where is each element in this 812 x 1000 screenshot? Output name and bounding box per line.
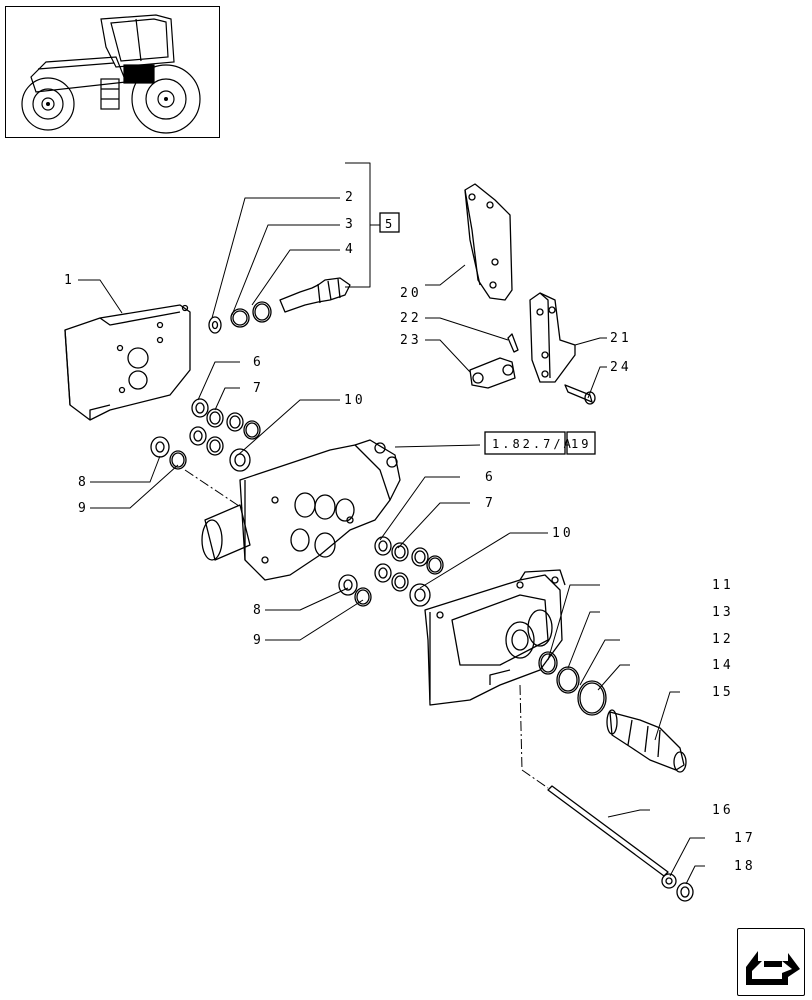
seals-upper — [150, 398, 261, 472]
tractor-thumbnail — [5, 6, 220, 138]
next-page-button[interactable] — [737, 928, 805, 996]
callout-23: 23 — [400, 333, 422, 348]
ref-box-drawing[interactable]: 1.82.7/A 19 — [484, 431, 596, 455]
callout-1: 1 — [64, 273, 75, 288]
bracket-20 — [464, 183, 513, 301]
drawing-sheet-label: 19 — [571, 437, 591, 451]
callout-3: 3 — [345, 217, 356, 232]
callout-11: 11 — [712, 578, 734, 593]
bracket-21 — [529, 292, 576, 383]
callout-14: 14 — [712, 658, 734, 673]
callout-15: 15 — [712, 685, 734, 700]
end-cover — [424, 569, 566, 706]
callout-21: 21 — [610, 331, 632, 346]
tractor-icon — [21, 14, 201, 134]
callout-4: 4 — [345, 242, 356, 257]
callout-16: 16 — [712, 803, 734, 818]
callout-7-upper: 7 — [253, 381, 264, 396]
pin-link-bolt — [469, 333, 596, 405]
callout-6-upper: 6 — [253, 355, 264, 370]
callout-20: 20 — [400, 286, 422, 301]
next-page-arrow-icon — [746, 951, 800, 985]
fitting-15 — [606, 709, 687, 773]
callout-22: 22 — [400, 311, 422, 326]
callout-2: 2 — [345, 190, 356, 205]
callout-10-upper: 10 — [344, 393, 366, 408]
part-2-3-4 — [208, 277, 351, 334]
callout-24: 24 — [610, 360, 632, 375]
callout-8-lower: 8 — [253, 603, 264, 618]
seals-lower — [338, 536, 444, 607]
part-1-cover — [64, 304, 191, 421]
ref-box-group[interactable]: 5 — [379, 212, 400, 233]
group-ref-label: 5 — [385, 217, 395, 231]
callout-10-lower: 10 — [552, 526, 574, 541]
callout-17: 17 — [734, 831, 756, 846]
callout-13: 13 — [712, 605, 734, 620]
callout-12: 12 — [712, 632, 734, 647]
drawing-ref-label: 1.82.7/A — [492, 437, 574, 451]
callout-9-upper: 9 — [78, 501, 89, 516]
callout-6-lower: 6 — [485, 470, 496, 485]
callouts: 1 2 3 4 6 7 8 9 10 6 7 8 9 10 11 13 12 1… — [64, 190, 756, 874]
tie-rod-16 — [547, 785, 694, 902]
callout-9-lower: 9 — [253, 633, 264, 648]
rings-11-14 — [538, 651, 607, 716]
leader-lines — [78, 162, 705, 885]
callout-8-upper: 8 — [78, 475, 89, 490]
valve-body — [201, 439, 401, 581]
callout-18: 18 — [734, 859, 756, 874]
axis-lines — [184, 469, 549, 789]
callout-7-lower: 7 — [485, 496, 496, 511]
